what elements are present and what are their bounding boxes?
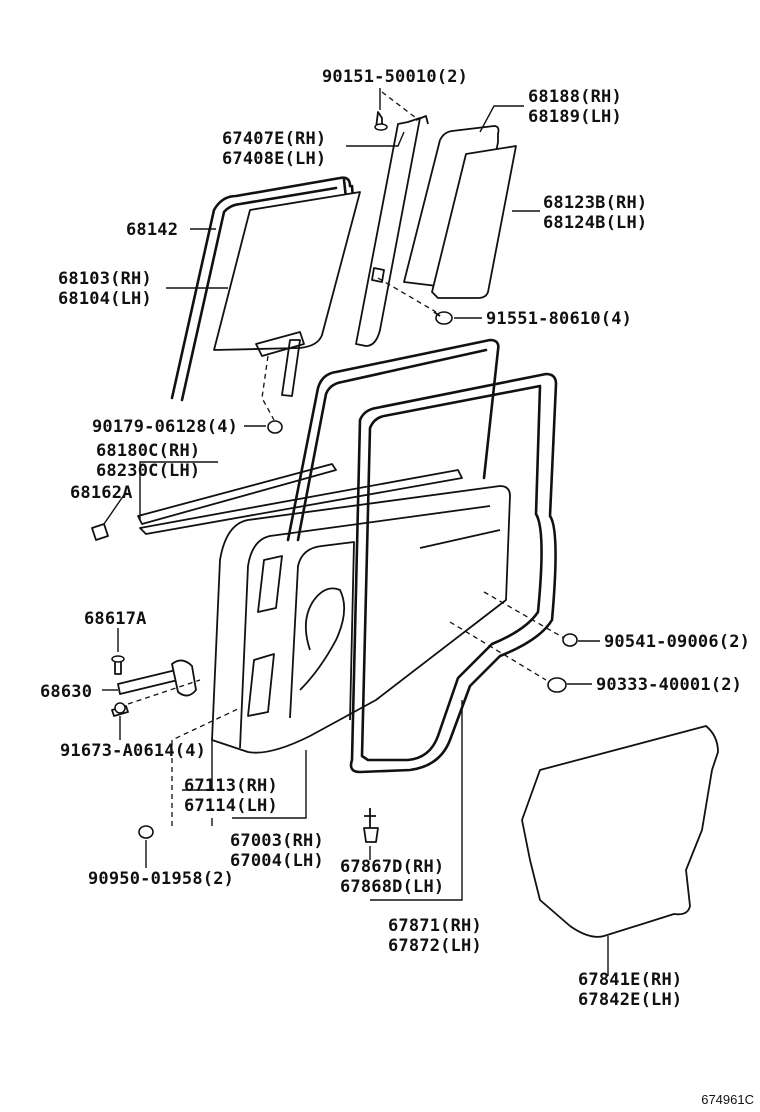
label-67872: 67872(LH) [388, 936, 482, 956]
label-90950: 90950-01958(2) [88, 869, 234, 889]
label-68617: 68617A [84, 609, 147, 629]
label-67113: 67113(RH) [184, 776, 278, 796]
label-68103: 68103(RH) [58, 269, 152, 289]
label-91551: 91551-80610(4) [486, 309, 632, 329]
label-67867: 67867D(RH) [340, 857, 444, 877]
plug-90333-icon [547, 677, 567, 693]
leader-90179-dash [261, 355, 275, 421]
leader-lines [102, 88, 609, 976]
label-67842: 67842E(LH) [578, 990, 682, 1010]
label-90541: 90541-09006(2) [604, 632, 750, 652]
door-check-68630 [117, 659, 197, 697]
bolt-91673-icon [111, 702, 129, 717]
door-panel-67003 [211, 485, 511, 754]
label-67841: 67841E(RH) [578, 970, 682, 990]
leader-90333-dash [449, 621, 547, 681]
division-bar-67407 [355, 115, 429, 347]
clip-67867-icon [363, 808, 379, 843]
plug-90950-icon [138, 825, 154, 839]
label-67868: 67868D(LH) [340, 877, 444, 897]
leader-90151-dash [381, 91, 417, 119]
door-glass-68103 [213, 191, 361, 397]
bolt-68617-icon [111, 655, 125, 675]
screw-90541-icon [562, 633, 578, 647]
nut-90179-icon [267, 420, 283, 434]
bolt-90151-icon [374, 111, 388, 131]
label-91673: 91673-A0614(4) [60, 741, 206, 761]
label-68104: 68104(LH) [58, 289, 152, 309]
bolt-91551-icon [433, 311, 453, 325]
label-90333: 90333-40001(2) [596, 675, 742, 695]
part-labels: 90151-50010(2) 68188(RH) 68189(LH) 67407… [40, 67, 754, 1107]
label-68230: 68230C(LH) [96, 461, 200, 481]
label-68162: 68162A [70, 483, 133, 503]
weatherstrip-67871 [286, 338, 558, 774]
label-68123: 68123B(RH) [543, 193, 647, 213]
label-90151: 90151-50010(2) [322, 67, 468, 87]
label-67003: 67003(RH) [230, 831, 324, 851]
label-67407: 67407E(RH) [222, 129, 326, 149]
belt-moulding-68180 [137, 463, 463, 535]
clip-68162-icon [91, 523, 109, 541]
label-68180: 68180C(RH) [96, 441, 200, 461]
label-67408: 67408E(LH) [222, 149, 326, 169]
run-channel-68142 [170, 176, 355, 402]
label-90179: 90179-06128(4) [92, 417, 238, 437]
label-68630: 68630 [40, 682, 92, 702]
label-68189: 68189(LH) [528, 107, 622, 127]
leader-91551-dash [377, 277, 437, 313]
leader-90950-dash [171, 707, 241, 826]
label-67114: 67114(LH) [184, 796, 278, 816]
leader-91673-dash [127, 679, 201, 705]
service-cover-67841 [521, 725, 719, 938]
label-68188: 68188(RH) [528, 87, 622, 107]
leader-90541-dash [483, 591, 565, 639]
quarter-glass-68123 [403, 125, 517, 299]
label-68142: 68142 [126, 220, 178, 240]
label-67871: 67871(RH) [388, 916, 482, 936]
label-67004: 67004(LH) [230, 851, 324, 871]
label-68124: 68124B(LH) [543, 213, 647, 233]
reference-code: 674961C [701, 1092, 754, 1107]
